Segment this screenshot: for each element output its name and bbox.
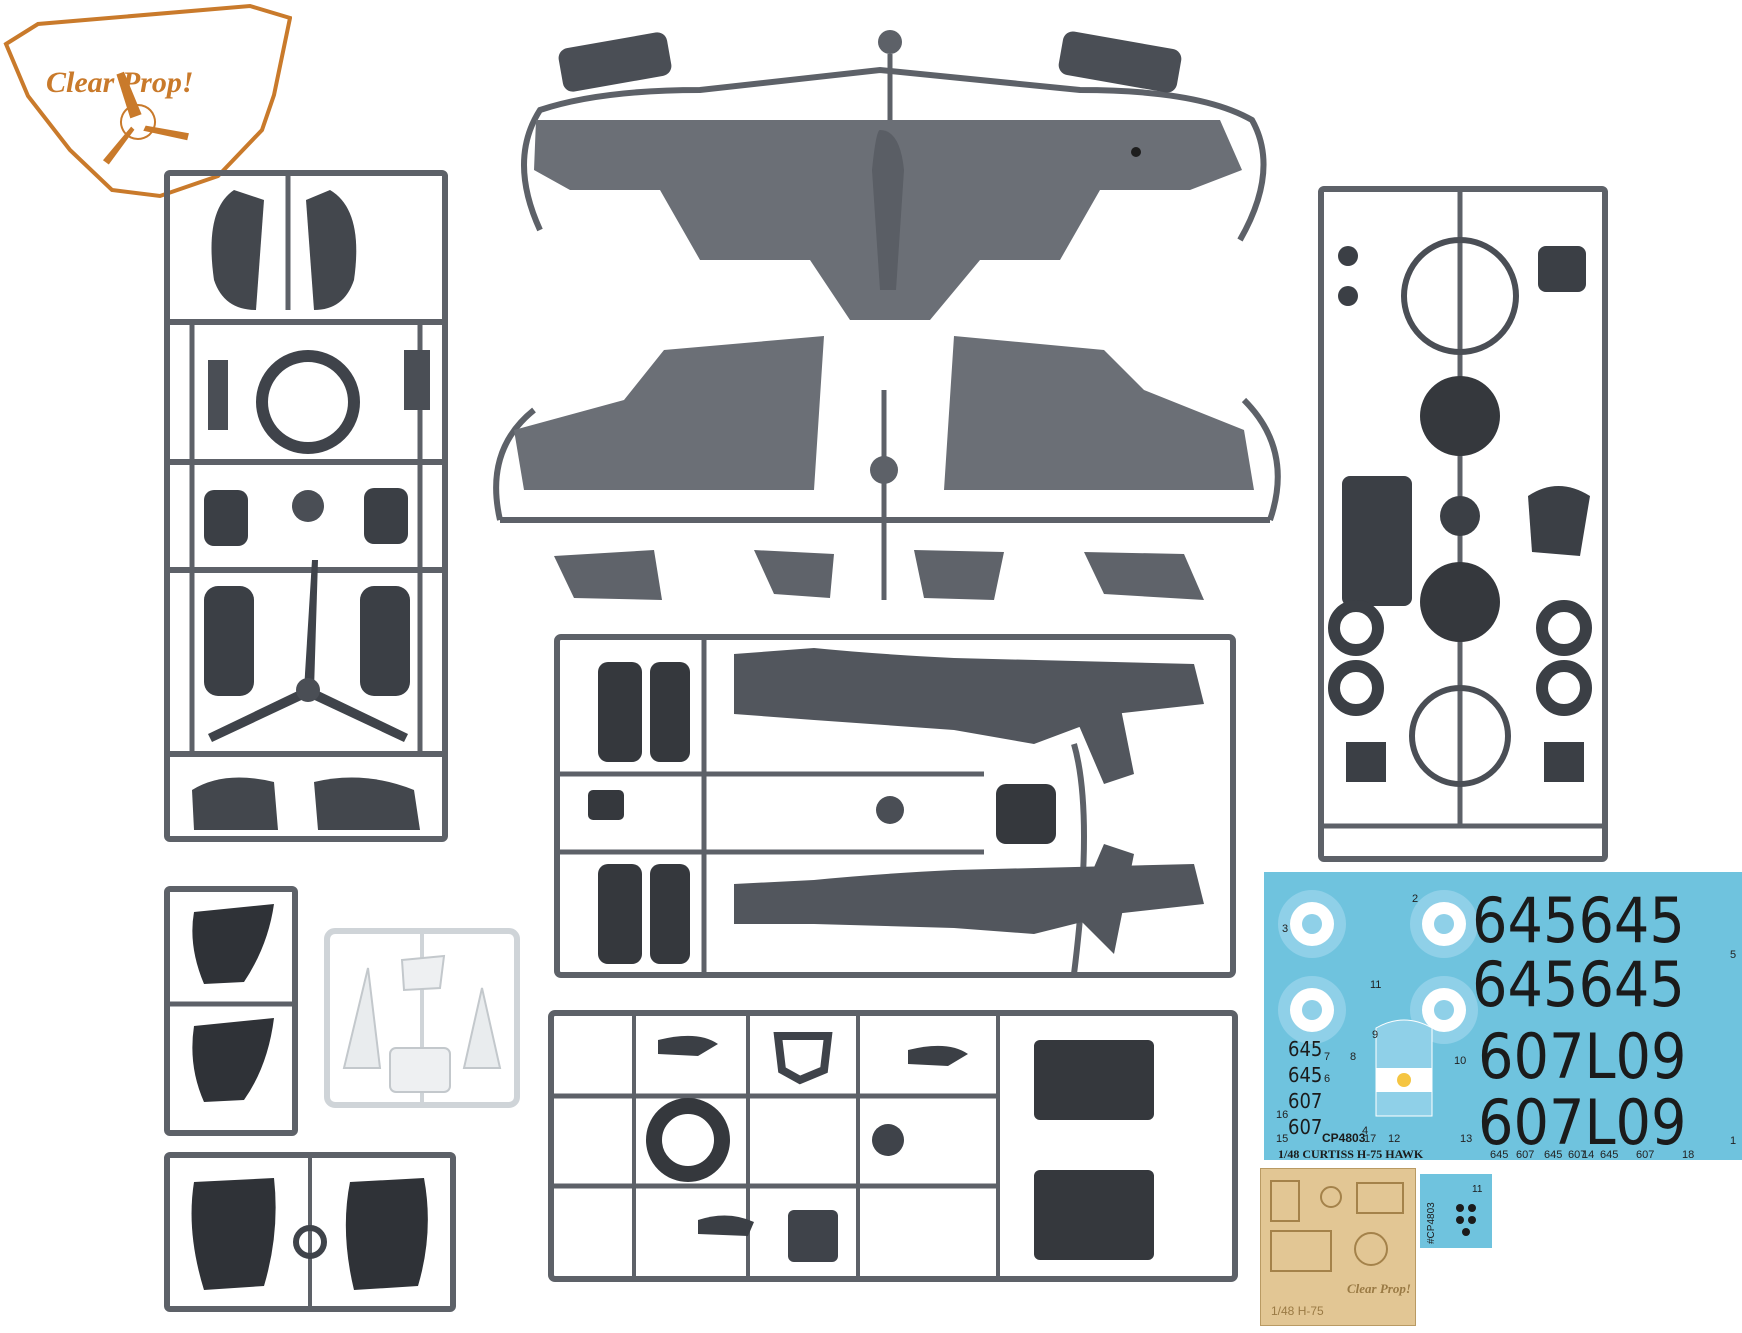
decal-large-number-2: 645645 xyxy=(1472,948,1685,1021)
decal-small-number-1: 645 xyxy=(1288,1037,1322,1061)
decal-large-number-1: 645645 xyxy=(1472,884,1685,957)
sprue-engine xyxy=(1318,186,1608,862)
sprue-wing-lower xyxy=(484,330,1294,614)
decal-item-10: 10 xyxy=(1454,1055,1466,1067)
decal-item-13: 13 xyxy=(1460,1133,1472,1145)
sprue-wing-upper xyxy=(500,20,1280,370)
decal-item-3: 3 xyxy=(1282,923,1288,935)
photo-etch-fret: Clear Prop! 1/48 H-75 xyxy=(1260,1168,1416,1326)
sprue-cockpit xyxy=(548,1010,1238,1282)
decal-item-5: 5 xyxy=(1730,949,1736,961)
clear-sprue xyxy=(324,928,520,1108)
decal-item-18: 18 xyxy=(1682,1149,1694,1160)
decal-item-14: 14 xyxy=(1582,1149,1594,1160)
decal-bottom-4: 607 xyxy=(1568,1149,1586,1160)
photo-etch-title: 1/48 H-75 xyxy=(1271,1304,1324,1318)
decal-small-number-3: 607 xyxy=(1288,1089,1322,1113)
sprue-fuselage xyxy=(554,634,1236,978)
mask-sheet: #CP4803 11 xyxy=(1420,1174,1492,1248)
decal-small-number-2: 645 xyxy=(1288,1063,1322,1087)
decal-bottom-3: 645 xyxy=(1544,1149,1562,1160)
decal-item-7: 7 xyxy=(1324,1051,1330,1063)
decal-sheet: 645645 645645 607L09 607L09 645 645 607 … xyxy=(1264,872,1742,1160)
roundel-1 xyxy=(1278,890,1346,958)
decal-item-11: 11 xyxy=(1370,979,1381,991)
decal-item-9: 9 xyxy=(1372,1029,1378,1041)
decal-kit-title: 1/48 CURTISS H-75 HAWK xyxy=(1278,1147,1424,1160)
sprue-gear-doors xyxy=(164,886,298,1136)
decal-item-16: 16 xyxy=(1276,1109,1288,1121)
decal-kit-code: CP4803 xyxy=(1322,1131,1366,1145)
logo-text: Clear Prop! xyxy=(46,66,194,99)
decal-bottom-5: 645 xyxy=(1600,1149,1618,1160)
photo-etch-logo: Clear Prop! xyxy=(1347,1281,1411,1296)
decal-bottom-2: 607 xyxy=(1516,1149,1534,1160)
decal-item-4: 4 xyxy=(1362,1125,1368,1137)
decal-large-number-3: 607L09 xyxy=(1478,1020,1686,1093)
decal-item-6: 6 xyxy=(1324,1073,1330,1085)
decal-item-2: 2 xyxy=(1412,893,1418,905)
decal-bottom-6: 607 xyxy=(1636,1149,1654,1160)
roundel-2 xyxy=(1410,890,1478,958)
decal-item-8: 8 xyxy=(1350,1051,1356,1063)
sprue-bottom-left xyxy=(164,1152,456,1312)
decal-large-number-4: 607L09 xyxy=(1478,1086,1686,1159)
mask-number: 11 xyxy=(1472,1184,1483,1195)
decal-item-1: 1 xyxy=(1730,1135,1736,1147)
decal-small-number-4: 607 xyxy=(1288,1115,1322,1139)
decal-item-15: 15 xyxy=(1276,1133,1288,1145)
roundel-3 xyxy=(1278,976,1346,1044)
decal-bottom-1: 645 xyxy=(1490,1149,1508,1160)
decal-item-12: 12 xyxy=(1388,1133,1400,1145)
sprue-a xyxy=(164,170,448,842)
clear-prop-logo: Clear Prop! xyxy=(0,0,292,200)
decal-item-17: 17 xyxy=(1364,1133,1376,1145)
mask-code: #CP4803 xyxy=(1426,1202,1437,1244)
